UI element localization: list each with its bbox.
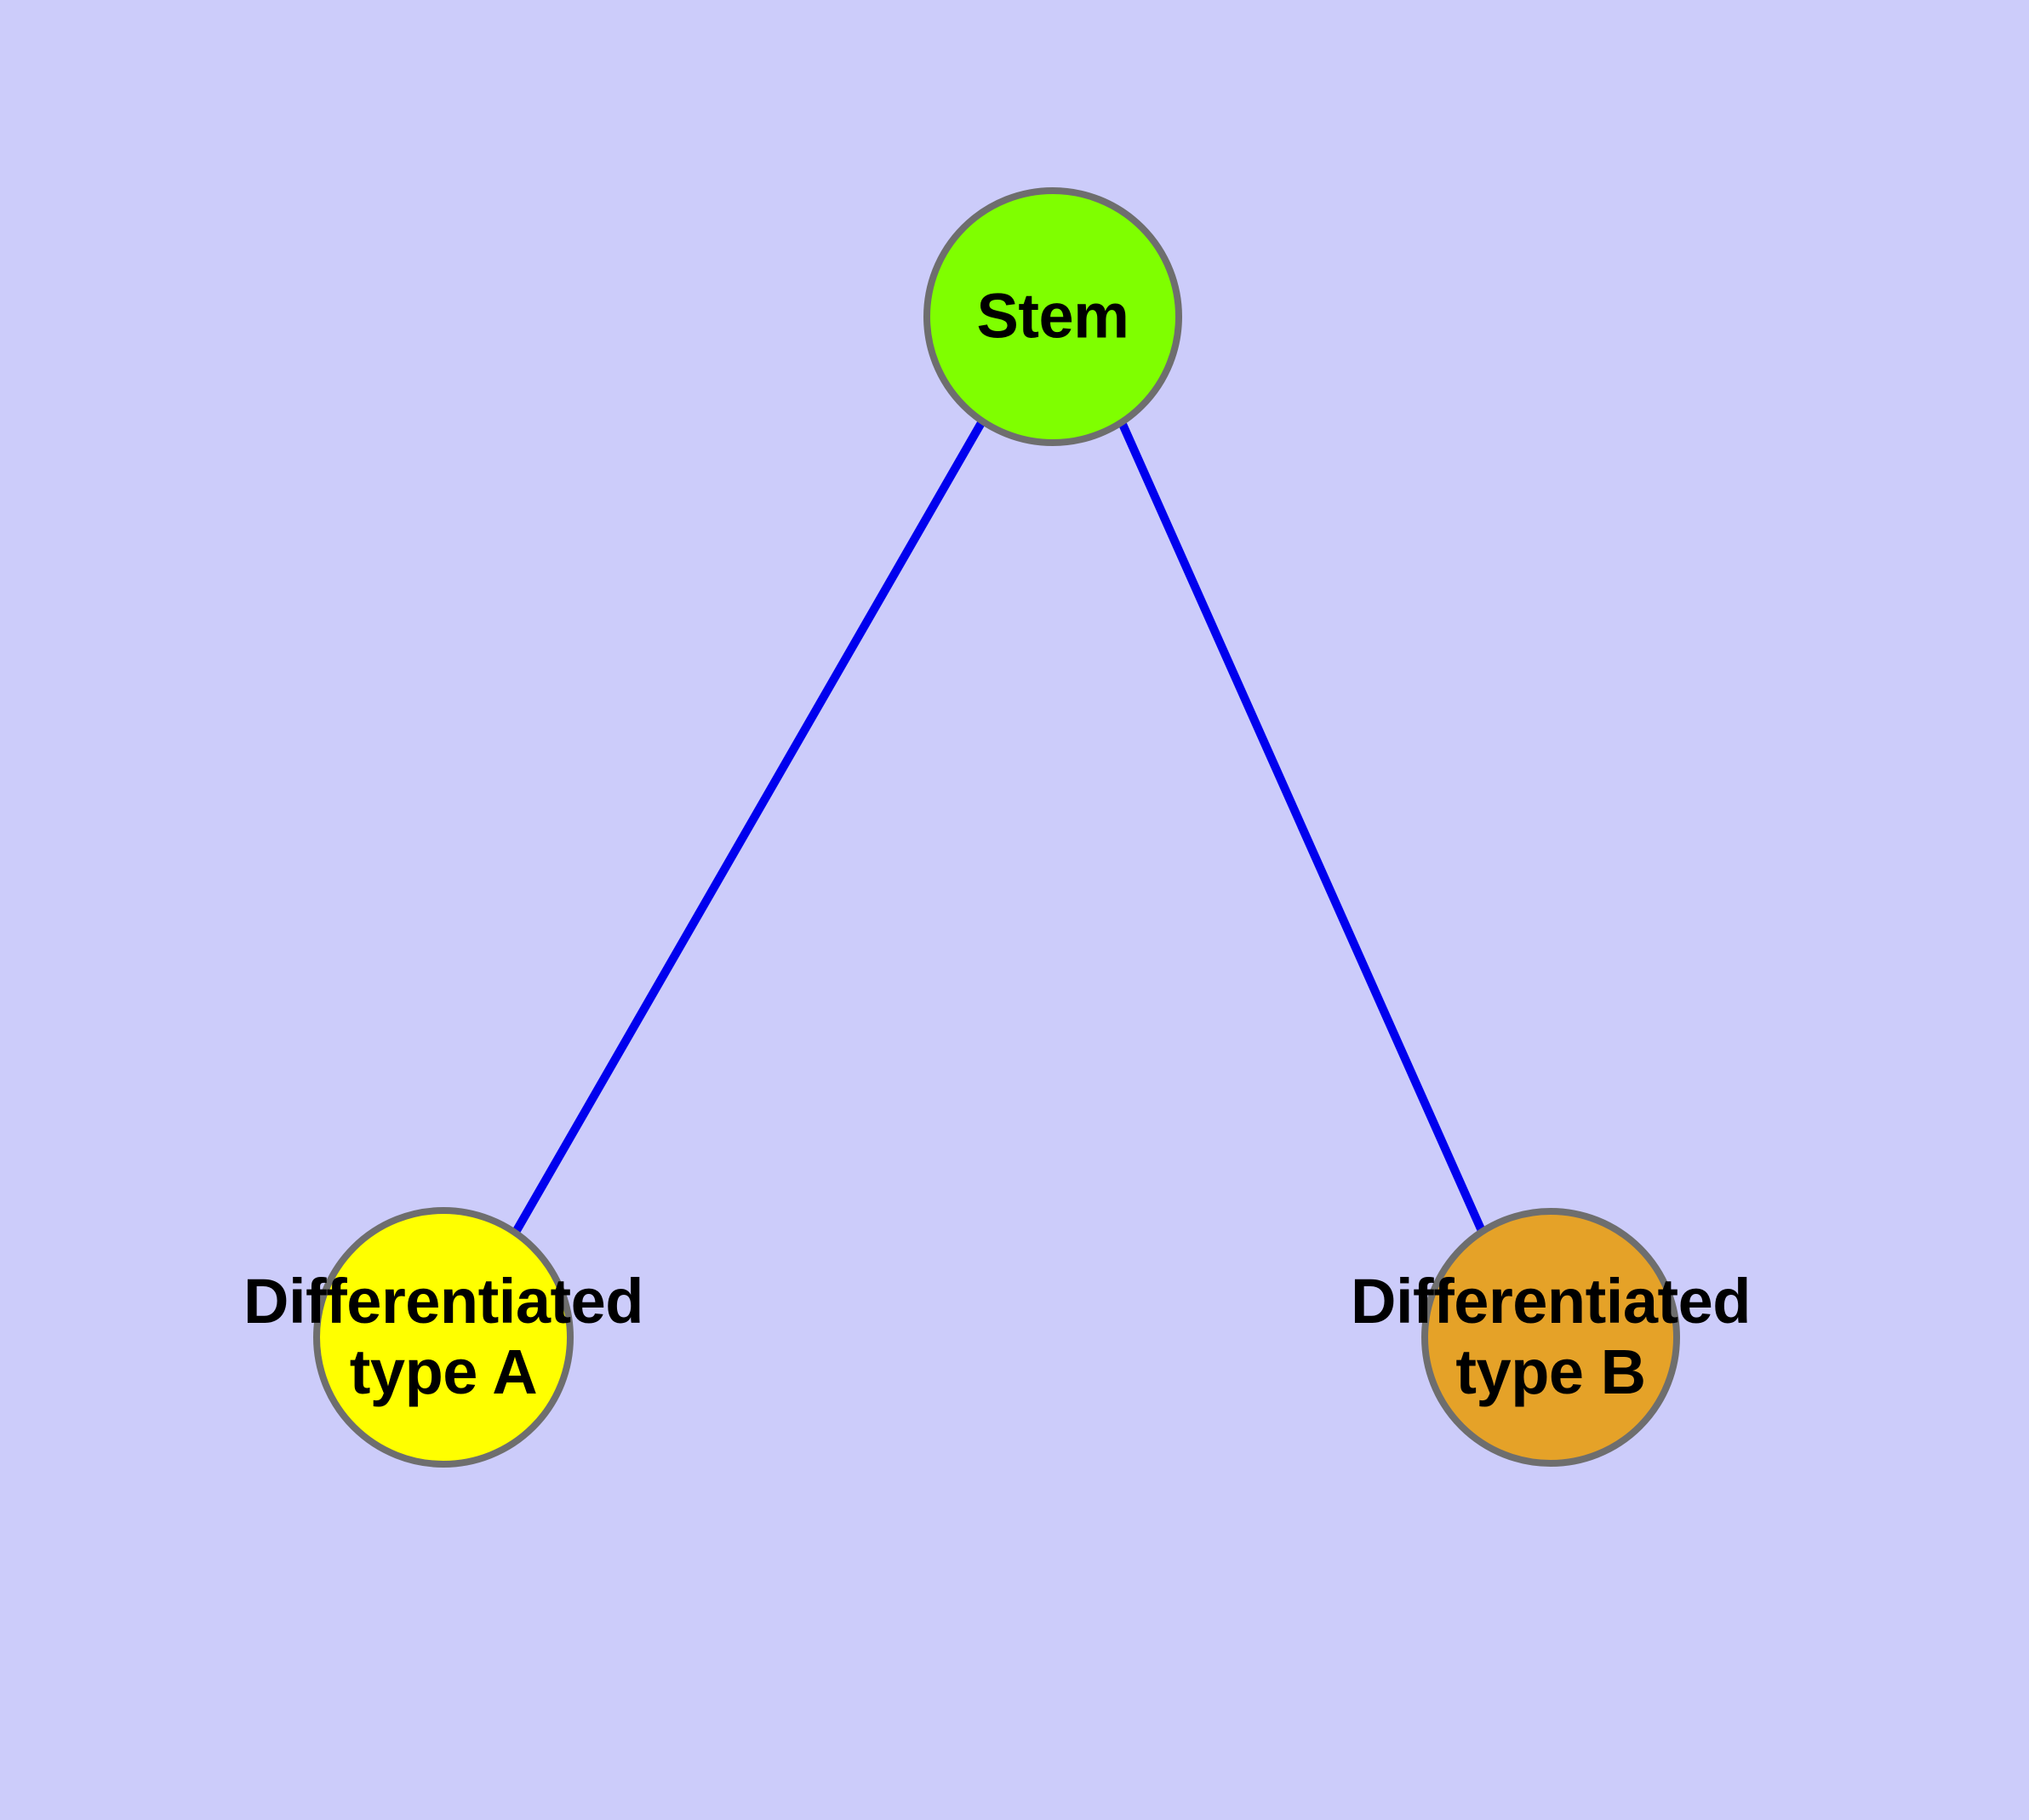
edges-layer [511,419,1486,1236]
graph-node-diff_b[interactable] [1421,1208,1680,1467]
graph-edge-stem-diff_a[interactable] [511,419,986,1236]
graph-node-stem[interactable] [923,187,1182,446]
graph-edge-stem-diff_b[interactable] [1117,420,1486,1233]
graph-node-diff_a[interactable] [313,1207,574,1468]
nodes-layer [313,187,1680,1468]
